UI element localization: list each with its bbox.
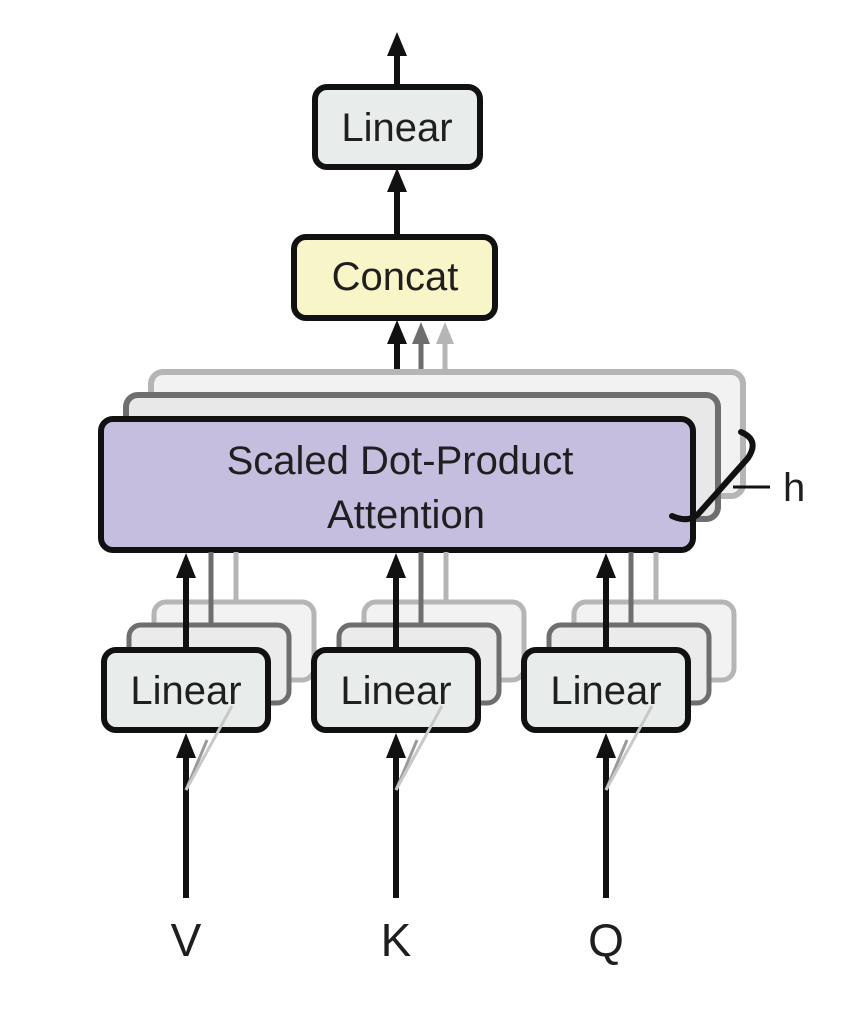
concat-to-linear-arrow (387, 168, 407, 236)
attention-label-line1: Scaled Dot-Product (227, 439, 574, 483)
output-arrow (387, 32, 407, 86)
attention-block: Scaled Dot-Product Attention (98, 416, 696, 553)
k-input-label: K (381, 914, 412, 966)
k-linear-box (311, 647, 481, 733)
concat-box (291, 234, 498, 321)
branch-q: Linear Q (521, 552, 737, 966)
v-linear-label: Linear (130, 669, 241, 713)
attention-box (98, 416, 696, 553)
concat-block: Concat (291, 234, 498, 321)
heads-count-label: h (783, 466, 805, 510)
v-input-label: V (171, 914, 202, 966)
k-linear-label: Linear (340, 669, 451, 713)
branch-v: Linear V (101, 552, 317, 966)
v-linear-box (101, 647, 271, 733)
top-linear-block: Linear (312, 84, 483, 170)
concat-label: Concat (332, 255, 459, 299)
heads-brace: h (669, 429, 805, 523)
q-linear-box (521, 647, 691, 733)
top-linear-label: Linear (341, 106, 452, 150)
q-input-label: Q (588, 914, 624, 966)
attention-label-line2: Attention (327, 493, 485, 537)
top-linear-box (312, 84, 483, 170)
q-linear-label: Linear (550, 669, 661, 713)
branch-k: Linear K (311, 552, 527, 966)
